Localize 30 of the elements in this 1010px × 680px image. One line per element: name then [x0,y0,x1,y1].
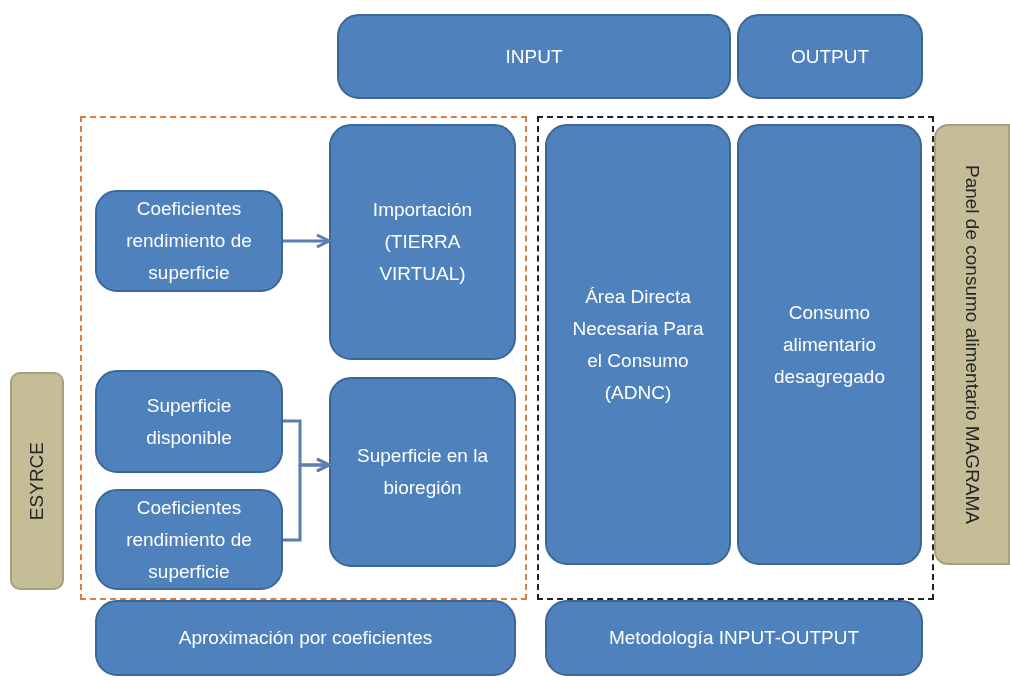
process-box [95,489,283,590]
process-box [95,370,283,473]
box-label: Coeficientes rendimiento de superficie [125,197,253,285]
box-label: Consumo alimentario desagregado [773,300,886,389]
box-label: Coeficientes rendimiento de superficie [125,495,253,584]
process-box [95,190,283,292]
box-label: OUTPUT [789,44,871,69]
box-label: Metodología INPUT-OUTPUT [607,626,861,650]
process-box [329,377,516,567]
box-label: Superficie en la bioregión [356,444,489,500]
arrow [283,457,331,542]
arrow [283,233,331,249]
box-label: INPUT [504,44,564,69]
dashed-frame [537,116,934,600]
process-box [545,600,923,676]
process-box [737,14,923,99]
process-box [545,124,731,565]
box-label: Área Directa Necesaria Para el Consumo (ADNC) [571,284,705,405]
box-label: ESYRCE [25,440,48,523]
box-label: Importación (TIERRA VIRTUAL) [371,198,474,286]
process-box [95,600,516,676]
process-box [329,124,516,360]
box-label: Aproximación por coeficientes [177,626,434,650]
dashed-frame [80,116,527,600]
box-label: Panel de consumo alimentario MAGRAMA [961,163,984,526]
process-box [737,124,922,565]
side-panel [10,372,64,590]
side-panel [934,124,1010,565]
box-label: Superficie disponible [145,393,233,450]
process-box [337,14,731,99]
